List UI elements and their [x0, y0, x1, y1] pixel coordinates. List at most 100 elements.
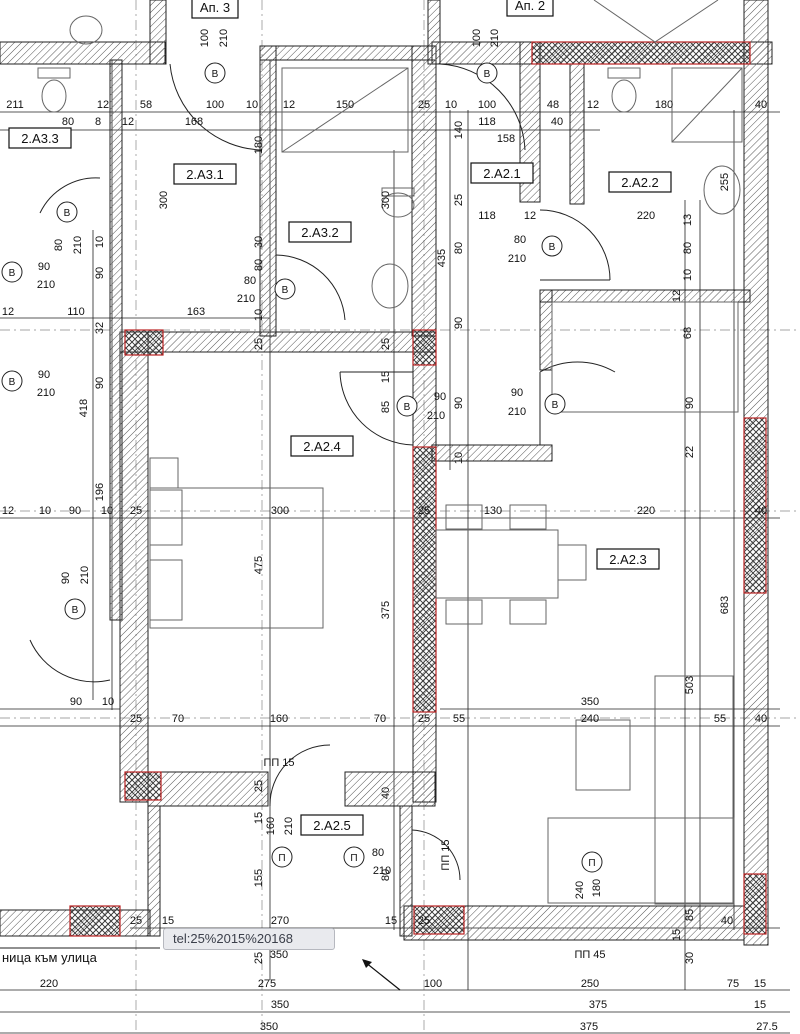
- phone-link-tooltip[interactable]: tel:25%2015%20168: [163, 928, 335, 950]
- door-marker: П: [350, 853, 357, 864]
- dimension-text: 220: [637, 210, 655, 222]
- sofa: [547, 817, 735, 904]
- street-label: ница към улица: [2, 950, 98, 965]
- dimension-text: 158: [497, 133, 515, 145]
- dimension-text: ПП 45: [574, 949, 605, 961]
- door-marker: В: [9, 377, 16, 388]
- dimension-text: 90: [684, 397, 696, 409]
- dimension-text: 13: [682, 214, 694, 226]
- dimension-text: 180: [253, 136, 265, 154]
- dimension-text: 15: [385, 915, 397, 927]
- dimension-text: 350: [581, 696, 599, 708]
- dimension-text: 210: [237, 293, 255, 305]
- dimension-text: 15: [380, 371, 392, 383]
- dimension-text: 300: [271, 505, 289, 517]
- dimension-text: 240: [581, 713, 599, 725]
- dimension-text: 168: [185, 116, 203, 128]
- dimension-text: 300: [380, 191, 392, 209]
- sink-a2: [703, 165, 741, 215]
- dimension-text: 30: [253, 236, 265, 248]
- dimension-text: 80: [514, 234, 526, 246]
- dimension-text: 75: [727, 978, 739, 990]
- dimension-text: 25: [380, 338, 392, 350]
- dimension-text: 55: [714, 713, 726, 725]
- dimension-text: 10: [445, 99, 457, 111]
- dimension-text: 350: [260, 1021, 278, 1033]
- door-marker: В: [282, 285, 289, 296]
- dimension-text: 10: [94, 236, 106, 248]
- columns: [69, 41, 767, 937]
- dimension-text: 210: [218, 29, 230, 47]
- dimension-text: 80: [62, 116, 74, 128]
- dimension-text: 10: [101, 505, 113, 517]
- room-label: 2.A2.2: [621, 175, 659, 190]
- dimension-text: 210: [508, 406, 526, 418]
- dimension-text: 683: [719, 596, 731, 614]
- door-marker: В: [212, 69, 219, 80]
- dimension-text: 180: [591, 879, 603, 897]
- dimension-text: 90: [94, 267, 106, 279]
- room-label: 2.A3.2: [301, 225, 339, 240]
- toilet-a3: [381, 192, 415, 218]
- dimension-text: 80: [453, 242, 465, 254]
- room-label: 2.A2.3: [609, 552, 647, 567]
- dimension-text: 80: [53, 239, 65, 251]
- dimension-text: 90: [38, 369, 50, 381]
- dimension-text: 210: [37, 387, 55, 399]
- dimension-text: 210: [373, 865, 391, 877]
- dimension-text: 100: [424, 978, 442, 990]
- dimension-text: 40: [721, 915, 733, 927]
- dimension-text: 180: [655, 99, 673, 111]
- door-marker: В: [72, 605, 79, 616]
- dimension-text: 130: [484, 505, 502, 517]
- dimension-text: 110: [67, 306, 85, 318]
- dimension-text: 196: [94, 483, 106, 501]
- dimension-text: 80: [253, 259, 265, 271]
- dimension-text: 210: [489, 29, 501, 47]
- dimension-text: 40: [380, 787, 392, 799]
- toilet-a3-left: [41, 79, 67, 113]
- sink-a3: [371, 263, 409, 309]
- dimension-text: 160: [270, 713, 288, 725]
- furniture: [37, 0, 743, 905]
- dimension-text: 10: [39, 505, 51, 517]
- dimension-text: 118: [478, 210, 496, 222]
- dimension-text: 12: [2, 505, 14, 517]
- dimension-text: 503: [684, 676, 696, 694]
- dimension-text: 32: [94, 322, 106, 334]
- dimension-text: 80: [244, 275, 256, 287]
- dimension-text: 80: [372, 847, 384, 859]
- bed: [149, 487, 324, 629]
- dimension-text: 10: [253, 309, 265, 321]
- dimension-text: 100: [471, 29, 483, 47]
- dimension-text: 300: [158, 191, 170, 209]
- dimension-text: 90: [69, 505, 81, 517]
- dimension-text: 25: [418, 505, 430, 517]
- door-marker: П: [588, 858, 595, 869]
- dimension-text: 15: [754, 999, 766, 1011]
- dimension-text: 475: [253, 556, 265, 574]
- dimension-text: 25: [253, 952, 265, 964]
- dimension-text: 15: [671, 929, 683, 941]
- dimension-text: 118: [478, 116, 496, 128]
- dimension-text: 25: [130, 505, 142, 517]
- dining-table: [435, 529, 559, 599]
- dimension-text: 210: [72, 236, 84, 254]
- dimension-text: 210: [508, 253, 526, 265]
- dimension-text: 25: [130, 915, 142, 927]
- entry-arrow: [364, 961, 401, 991]
- room-labels: 2.A3.32.A3.12.A3.22.A2.12.A2.22.A2.42.A2…: [8, 127, 672, 836]
- toilet-a2: [611, 79, 637, 113]
- dimension-text: 55: [453, 713, 465, 725]
- dimension-text: 58: [140, 99, 152, 111]
- dimension-text: 210: [427, 410, 445, 422]
- dimension-text: 48: [547, 99, 559, 111]
- dimension-text: 12: [122, 116, 134, 128]
- dimension-text: 22: [684, 446, 696, 458]
- dimension-text: 155: [253, 869, 265, 887]
- dimension-text: 85: [380, 401, 392, 413]
- dimension-text: 140: [453, 121, 465, 139]
- dimension-text: 211: [6, 99, 24, 111]
